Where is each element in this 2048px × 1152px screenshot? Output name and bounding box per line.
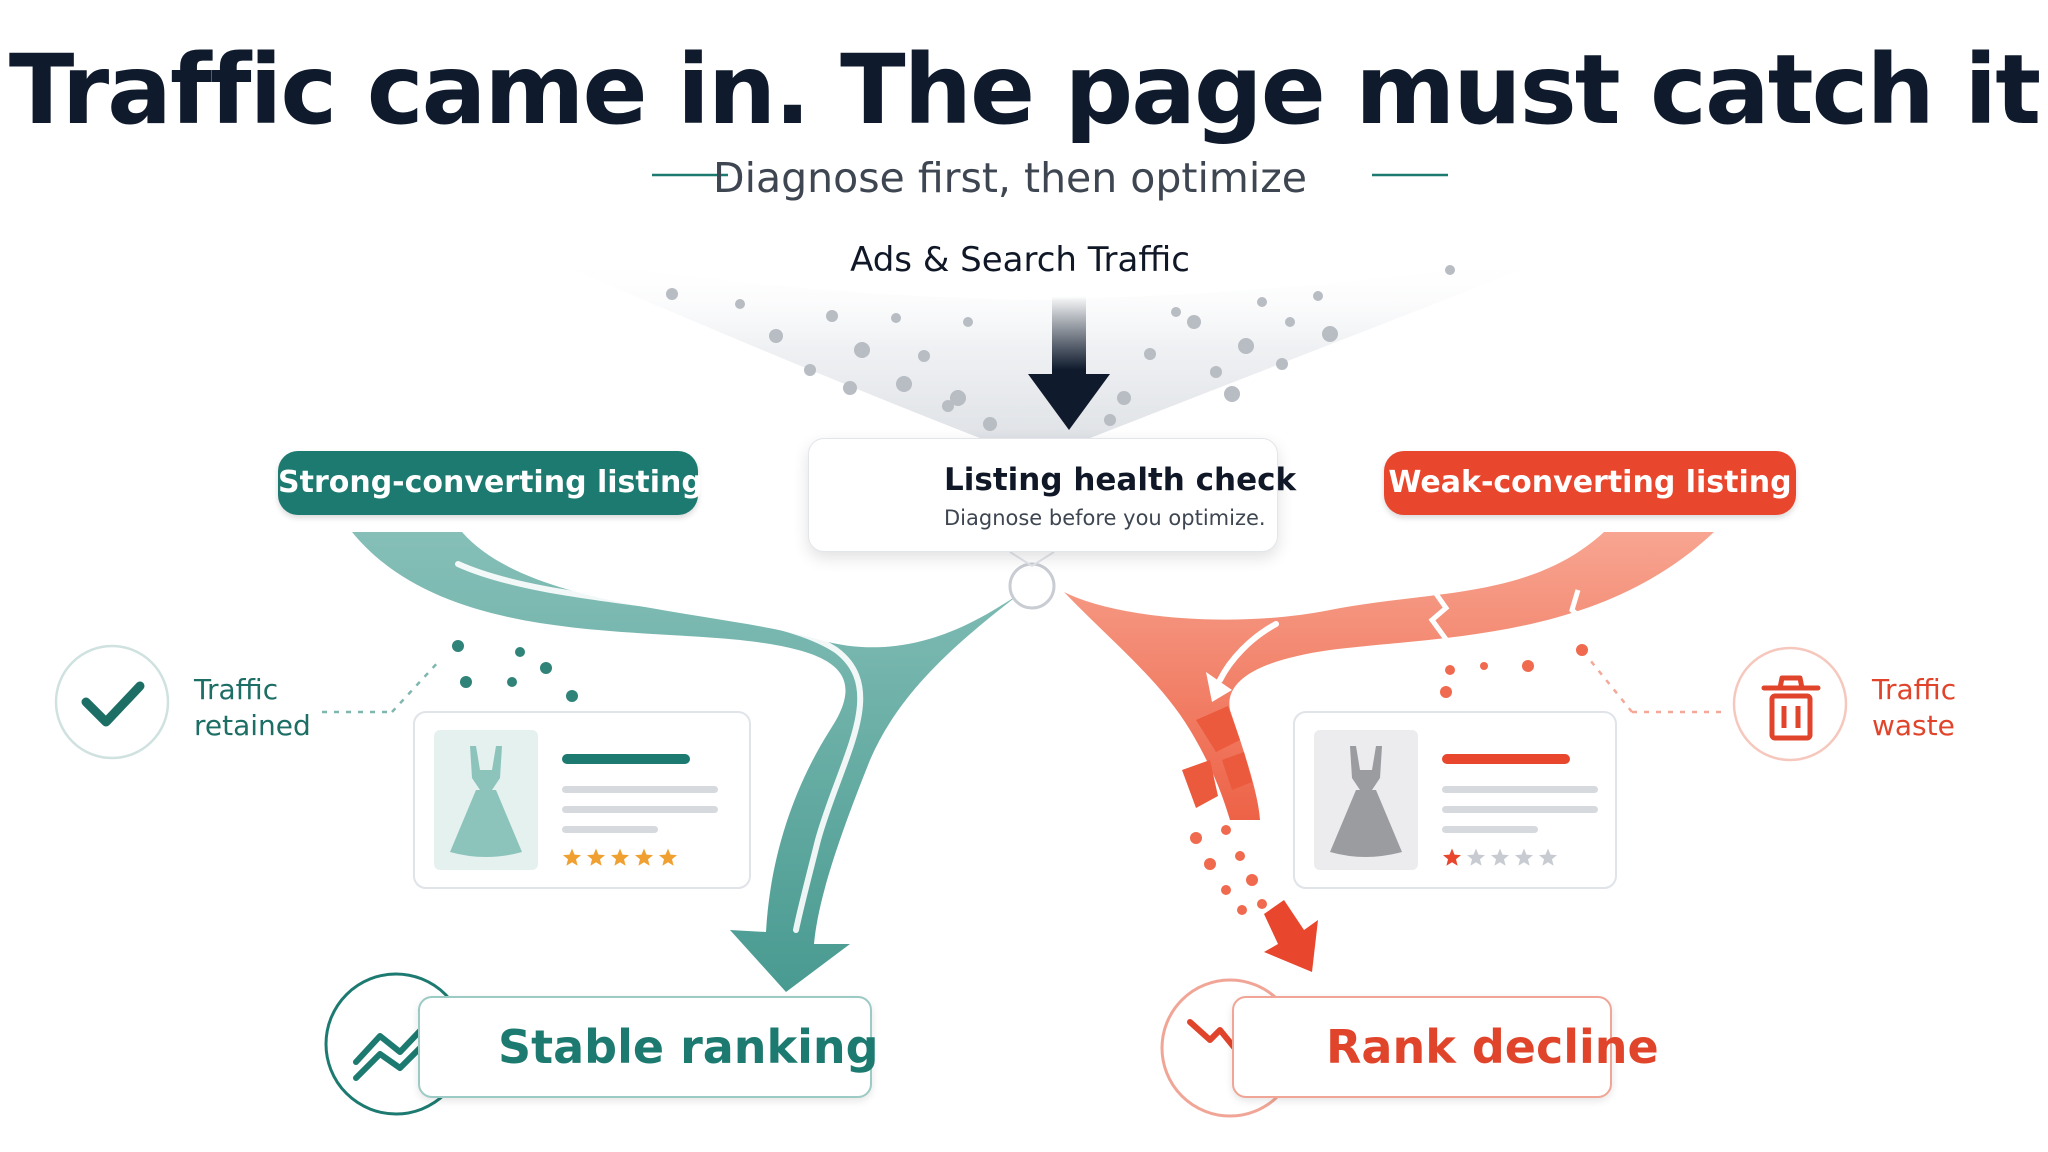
traffic-source-label: Ads & Search Traffic: [850, 240, 1190, 280]
weak-rating-star-2: [1467, 848, 1485, 866]
decline-drop-arrow: [1264, 900, 1318, 972]
weak-traffic-flow: [1064, 532, 1714, 820]
waste-label-line1: Traffic: [1872, 673, 1957, 706]
strong-traffic-flow: [352, 532, 1022, 992]
health-check-title: Listing health check: [944, 462, 1297, 498]
stable-ranking-label: Stable ranking: [498, 1020, 879, 1074]
waste-particles: [1440, 644, 1588, 698]
retained-particles: [452, 640, 578, 702]
health-check-card: [808, 438, 1278, 552]
weak-rating-star-4: [1515, 848, 1533, 866]
weak-flow-fragments: [1182, 706, 1252, 808]
checkmark-icon: [81, 681, 145, 727]
waste-label-line2: waste: [1872, 709, 1955, 742]
health-check-subtitle: Diagnose before you optimize.: [944, 506, 1266, 530]
weak-rating-star-1: [1443, 848, 1461, 866]
strong-rating-star-5: [659, 848, 677, 866]
weak-rating-star-3: [1491, 848, 1509, 866]
strong-rating-star-3: [611, 848, 629, 866]
weak-flow-drops: [1190, 825, 1267, 915]
page-subtitle: Diagnose first, then optimize: [713, 154, 1307, 202]
weak-product-card: [1293, 711, 1617, 889]
strong-rating-star-1: [563, 848, 581, 866]
traffic-particles: [666, 265, 1455, 431]
strong-rating-star-4: [635, 848, 653, 866]
strong-product-card: [413, 711, 751, 889]
stable-ranking-box: [418, 996, 872, 1098]
strong-rating-star-2: [587, 848, 605, 866]
rank-decline-box: [1232, 996, 1612, 1098]
dress-icon: [1330, 746, 1402, 857]
weak-flow-highlight-arrow: [1206, 672, 1232, 702]
retained-label-line1: Traffic: [194, 673, 279, 706]
waste-badge: [1732, 646, 1848, 762]
weak-listing-label: Weak-converting listing: [1384, 451, 1796, 515]
trash-icon: [1761, 675, 1821, 741]
traffic-funnel: [540, 255, 1560, 440]
flow-fracture-1: [1428, 586, 1452, 656]
strong-rating-stars: [563, 848, 677, 866]
weak-flow-highlight: [1217, 621, 1279, 683]
rank-decline-label: Rank decline: [1326, 1020, 1659, 1074]
retained-label-line2: retained: [194, 709, 311, 742]
traffic-down-arrow: [1028, 296, 1110, 430]
page-title: Traffic came in. The page must catch it: [8, 34, 2041, 146]
strong-listing-label: Strong-converting listing: [278, 451, 703, 515]
weak-rating-star-5: [1539, 848, 1557, 866]
weak-rating-stars: [1443, 848, 1557, 866]
retained-badge: [54, 644, 170, 760]
flow-fracture-2: [1569, 589, 1590, 642]
strong-flow-highlight: [455, 561, 864, 933]
split-junction: [1008, 562, 1056, 610]
dress-icon: [450, 746, 522, 857]
